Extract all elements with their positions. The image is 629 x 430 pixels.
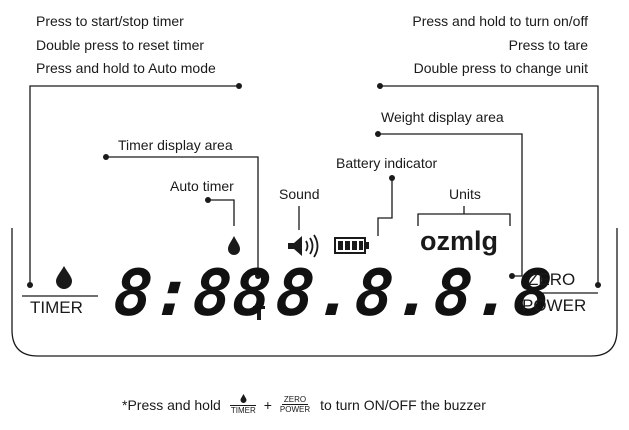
footnote-suffix: to turn ON/OFF the buzzer — [320, 396, 486, 413]
auto-timer-label: Auto timer — [170, 178, 234, 194]
battery-indicator-label: Battery indicator — [336, 155, 438, 171]
timer-marker-icon — [253, 306, 265, 320]
dot — [205, 197, 211, 203]
auto-timer-leader — [208, 199, 235, 226]
fraction-power-text: POWER — [279, 405, 311, 414]
dot — [103, 154, 109, 160]
footnote-plus: + — [263, 396, 272, 413]
fraction-timer-text: TIMER — [230, 406, 256, 415]
dot — [236, 83, 242, 89]
display-frame — [11, 228, 618, 357]
speaker-icon — [288, 234, 319, 258]
battery-icon — [334, 237, 369, 254]
units-bracket — [417, 213, 511, 226]
buzzer-footnote: *Press and hold TIMER + ZERO POWER to tu… — [122, 394, 486, 415]
timer-fraction: TIMER — [229, 394, 258, 415]
left-button-leader — [29, 85, 239, 285]
right-callout-line-2: Press to tare — [508, 37, 588, 53]
dot — [509, 273, 515, 279]
dot — [595, 282, 601, 288]
dot — [255, 273, 261, 279]
footnote-prefix: *Press and hold — [122, 396, 221, 413]
zero-power-fraction: ZERO POWER — [278, 395, 312, 414]
left-callout-line-2: Double press to reset timer — [36, 37, 205, 53]
right-callout-line-1: Press and hold to turn on/off — [412, 13, 588, 29]
timer-display-label: Timer display area — [118, 137, 233, 153]
dot — [389, 175, 395, 181]
right-button-leader — [380, 85, 599, 285]
fraction-zero-text: ZERO — [281, 395, 309, 405]
zero-button-label: ZERO — [528, 270, 576, 289]
timer-button-label: TIMER — [30, 298, 83, 317]
weight-digits: 8.8.8.8 — [273, 257, 556, 331]
dot — [375, 131, 381, 137]
units-label: Units — [449, 186, 481, 202]
units-text: ozmlg — [420, 226, 498, 256]
weight-display-leader — [378, 133, 523, 277]
drop-icon — [228, 236, 240, 255]
dot — [377, 83, 383, 89]
drop-icon — [56, 266, 72, 289]
dot — [27, 282, 33, 288]
left-callout-line-3: Press and hold to Auto mode — [36, 60, 216, 76]
weight-display-label: Weight display area — [381, 109, 504, 125]
timer-display-leader — [106, 156, 259, 276]
battery-leader — [377, 178, 393, 236]
drop-icon — [230, 394, 257, 406]
sound-label: Sound — [279, 186, 320, 202]
power-button-label: POWER — [522, 296, 587, 315]
right-callout-line-3: Double press to change unit — [413, 60, 588, 76]
left-callout-line-1: Press to start/stop timer — [36, 13, 184, 29]
timer-digits: 8:88 — [111, 257, 275, 331]
